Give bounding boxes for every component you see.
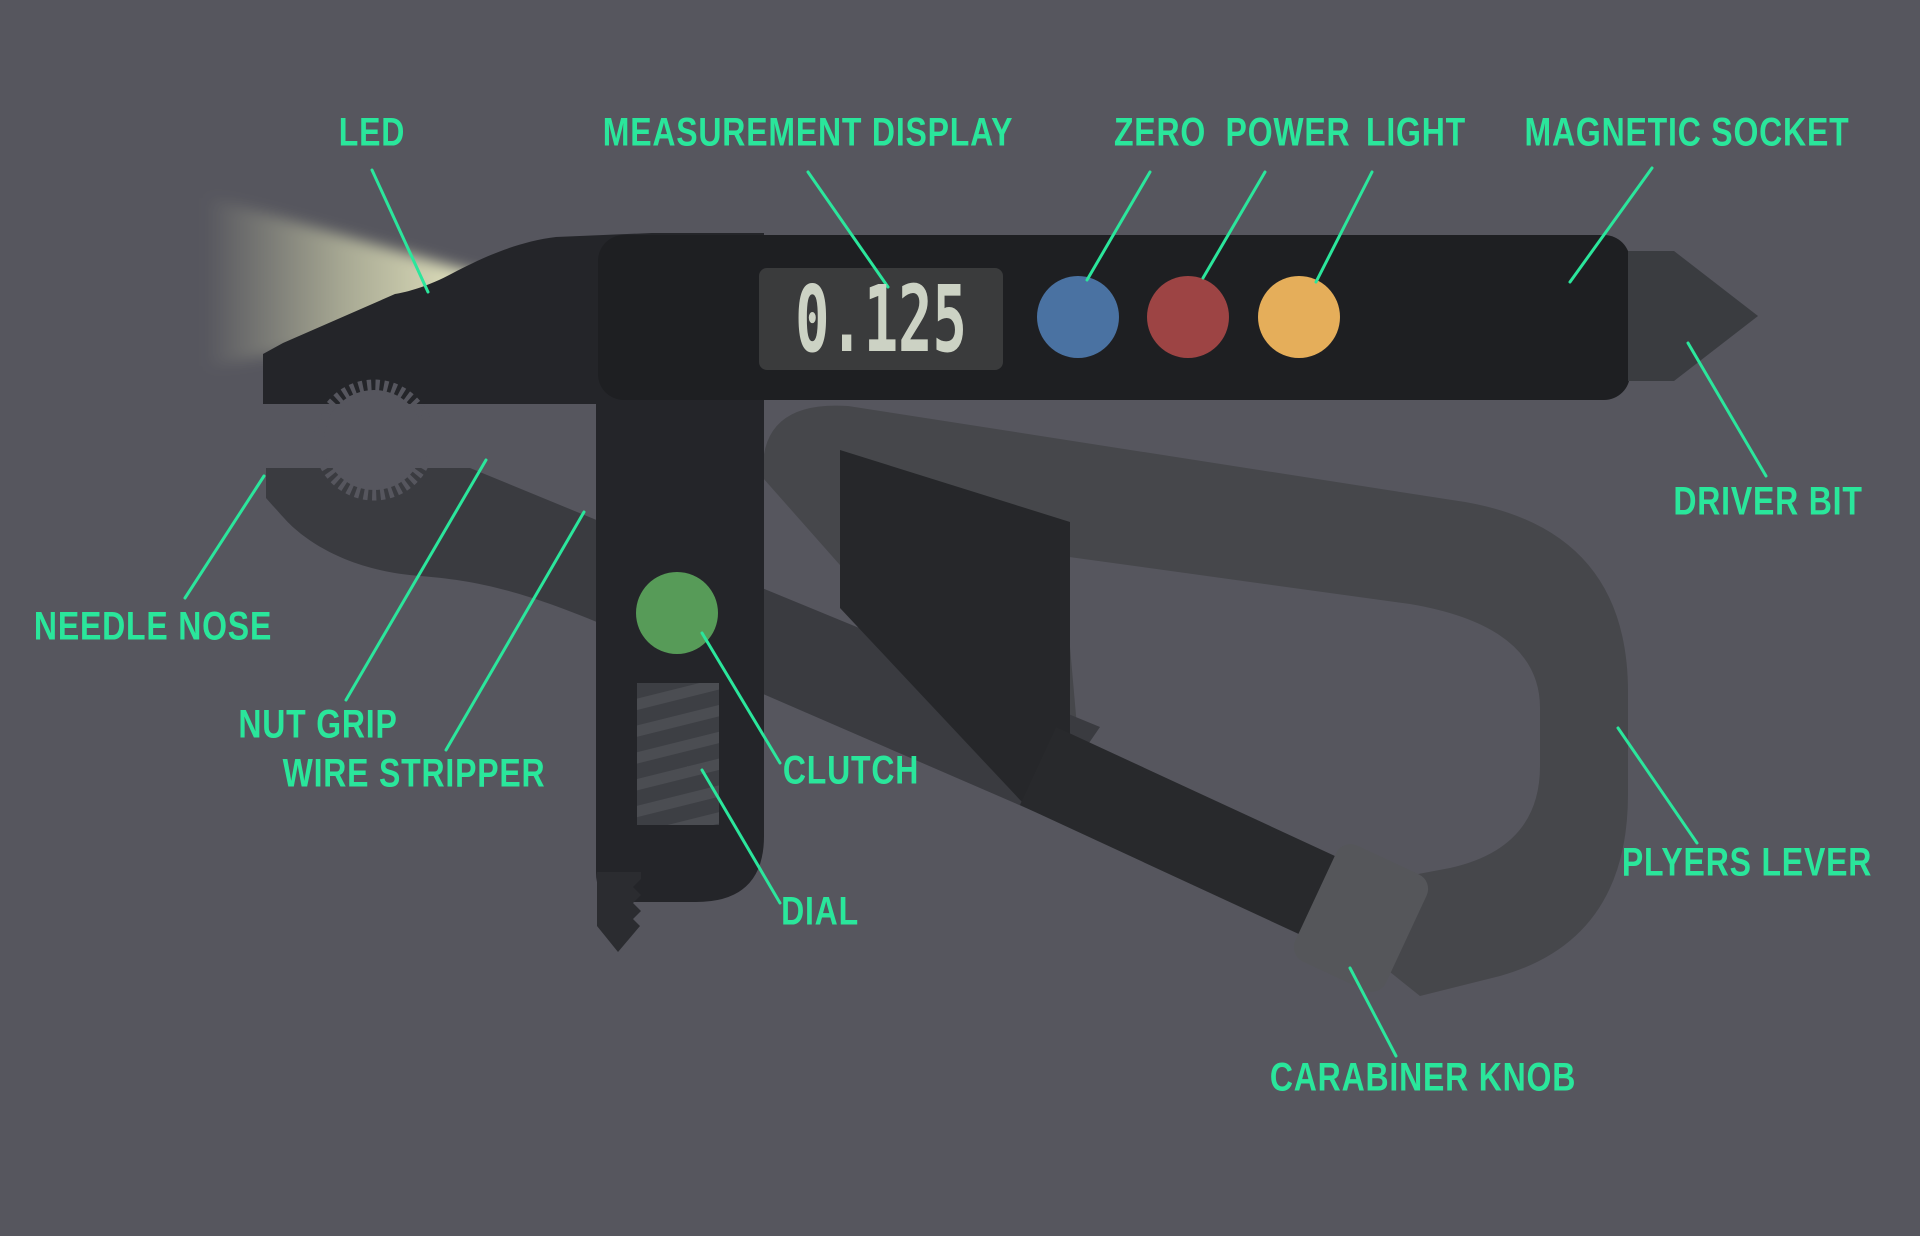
carabiner-knob — [1293, 844, 1429, 992]
label-led: LED — [338, 110, 406, 155]
leader-driver-bit — [1686, 341, 1768, 478]
clutch-button — [636, 572, 718, 654]
neck-wedge — [840, 450, 1070, 802]
zero-button — [1037, 276, 1119, 358]
label-power: POWER — [1225, 110, 1351, 155]
flathead-tip — [597, 872, 641, 952]
leader-light — [1314, 170, 1374, 284]
label-wire-stripper: WIRE STRIPPER — [282, 751, 546, 796]
label-measurement-display: MEASUREMENT DISPLAY — [602, 110, 1014, 155]
leader-needle-nose — [183, 474, 266, 600]
leader-dial — [700, 768, 782, 905]
leader-led — [370, 168, 430, 294]
leader-plyers-lever — [1616, 726, 1699, 845]
label-dial: DIAL — [781, 889, 859, 934]
label-carabiner-knob: CARABINER KNOB — [1269, 1055, 1577, 1100]
label-zero: ZERO — [1113, 110, 1207, 155]
label-light: LIGHT — [1366, 110, 1466, 155]
leader-power — [1201, 170, 1267, 280]
label-driver-bit: DRIVER BIT — [1673, 479, 1863, 524]
leader-wire-stripper — [444, 510, 586, 752]
leader-lines — [183, 166, 1768, 1058]
label-nut-grip: NUT GRIP — [238, 702, 398, 747]
label-magnetic-socket: MAGNETIC SOCKET — [1524, 110, 1850, 155]
leader-zero — [1085, 170, 1152, 282]
measurement-display-panel — [759, 268, 1003, 370]
power-button — [1147, 276, 1229, 358]
leader-nut-grip — [344, 458, 488, 702]
leader-magnetic-socket — [1568, 166, 1654, 284]
dial — [637, 683, 719, 825]
leader-measurement-display — [806, 170, 890, 289]
label-clutch: CLUTCH — [782, 748, 920, 793]
label-plyers-lever: PLYERS LEVER — [1621, 840, 1873, 885]
label-needle-nose: NEEDLE NOSE — [33, 604, 273, 649]
nut-grip-serration — [313, 379, 435, 501]
leader-carabiner-knob — [1348, 966, 1398, 1058]
driver-bit — [1628, 251, 1758, 381]
measurement-display-value: 0.125 — [795, 265, 967, 373]
light-button — [1258, 276, 1340, 358]
leader-clutch — [700, 631, 782, 765]
carabiner-gate — [1019, 726, 1351, 942]
